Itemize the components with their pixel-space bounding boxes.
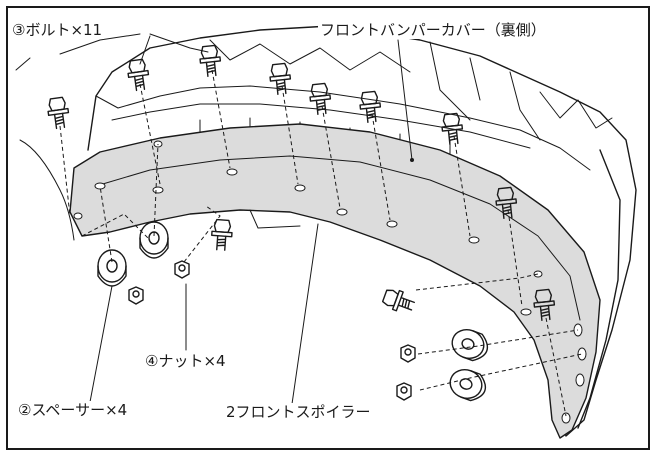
front-spoiler bbox=[69, 123, 601, 439]
diagram-border bbox=[6, 6, 650, 450]
bolt-callout: ③ボルト×11 bbox=[10, 21, 105, 39]
bolt bbox=[359, 90, 382, 124]
bumper-cover-callout: フロントバンパーカバー（裏側） bbox=[318, 21, 548, 39]
spacer-callout: ②スペーサー×4 bbox=[16, 401, 130, 419]
spacer-group bbox=[97, 221, 489, 402]
mounting-holes bbox=[73, 140, 587, 424]
front-spoiler-callout: 2フロントスポイラー bbox=[224, 403, 373, 421]
bolt bbox=[47, 96, 70, 130]
nut-group bbox=[128, 260, 416, 401]
spacer bbox=[139, 221, 169, 259]
bolt-group bbox=[47, 44, 556, 322]
spacer bbox=[451, 329, 489, 362]
bolt bbox=[269, 62, 292, 96]
nut bbox=[396, 382, 412, 401]
bolt bbox=[495, 186, 518, 220]
assembly-guide-lines bbox=[59, 69, 583, 417]
nut bbox=[174, 260, 190, 279]
bolt bbox=[211, 218, 233, 251]
spacer bbox=[449, 369, 487, 402]
bolt bbox=[199, 44, 222, 78]
nut-callout: ④ナット×4 bbox=[143, 352, 228, 370]
bolt bbox=[441, 112, 464, 146]
nut bbox=[128, 286, 144, 305]
bolt bbox=[309, 82, 332, 116]
bolt bbox=[381, 289, 415, 312]
label-leaders bbox=[89, 33, 414, 405]
bolt bbox=[533, 288, 556, 322]
nut bbox=[400, 344, 416, 363]
spacer bbox=[97, 249, 127, 287]
bolt bbox=[127, 58, 150, 92]
